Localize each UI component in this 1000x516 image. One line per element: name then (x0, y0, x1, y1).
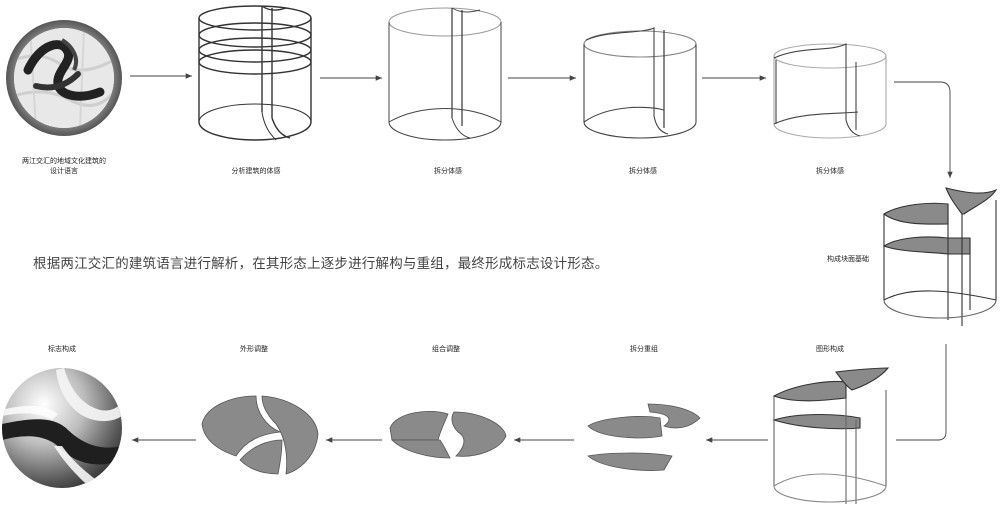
cylinder-analysis (198, 5, 312, 141)
combine-adjust-shape (389, 411, 507, 459)
split-regroup-shapes (587, 403, 701, 471)
final-logo-sphere (2, 368, 122, 488)
flow-arrows (130, 73, 953, 443)
cylinder-split-3 (773, 43, 887, 139)
cylinder-split-2 (583, 27, 697, 139)
label-step-4: 拆分体感 (629, 168, 657, 175)
label-step-1: 两江交汇的地域文化建筑的设计语言 (22, 158, 106, 175)
aerial-photo-circle (6, 20, 122, 136)
label-step-8: 拆分重组 (630, 346, 658, 353)
process-description: 根据两江交汇的建筑语言进行解析，在其形态上逐步进行解构与重组，最终形成标志设计形… (33, 256, 609, 271)
block-face-base (882, 187, 998, 326)
cylinder-split-1 (388, 7, 502, 141)
label-step-6: 构成块面基础 (827, 256, 869, 263)
label-step-2: 分析建筑的体感 (231, 168, 281, 175)
label-step-10: 外形调整 (240, 346, 268, 353)
label-step-3: 拆分体感 (434, 168, 462, 175)
label-step-9: 组合调整 (432, 346, 460, 353)
arrow-6-7 (896, 344, 947, 441)
arrow-5-6 (894, 81, 953, 178)
label-step-7: 图形构成 (816, 346, 844, 353)
label-step-11: 标志构成 (48, 346, 76, 353)
graphic-composition (772, 367, 890, 504)
label-step-5: 拆分体感 (816, 168, 844, 175)
outer-form-shape (201, 395, 319, 475)
